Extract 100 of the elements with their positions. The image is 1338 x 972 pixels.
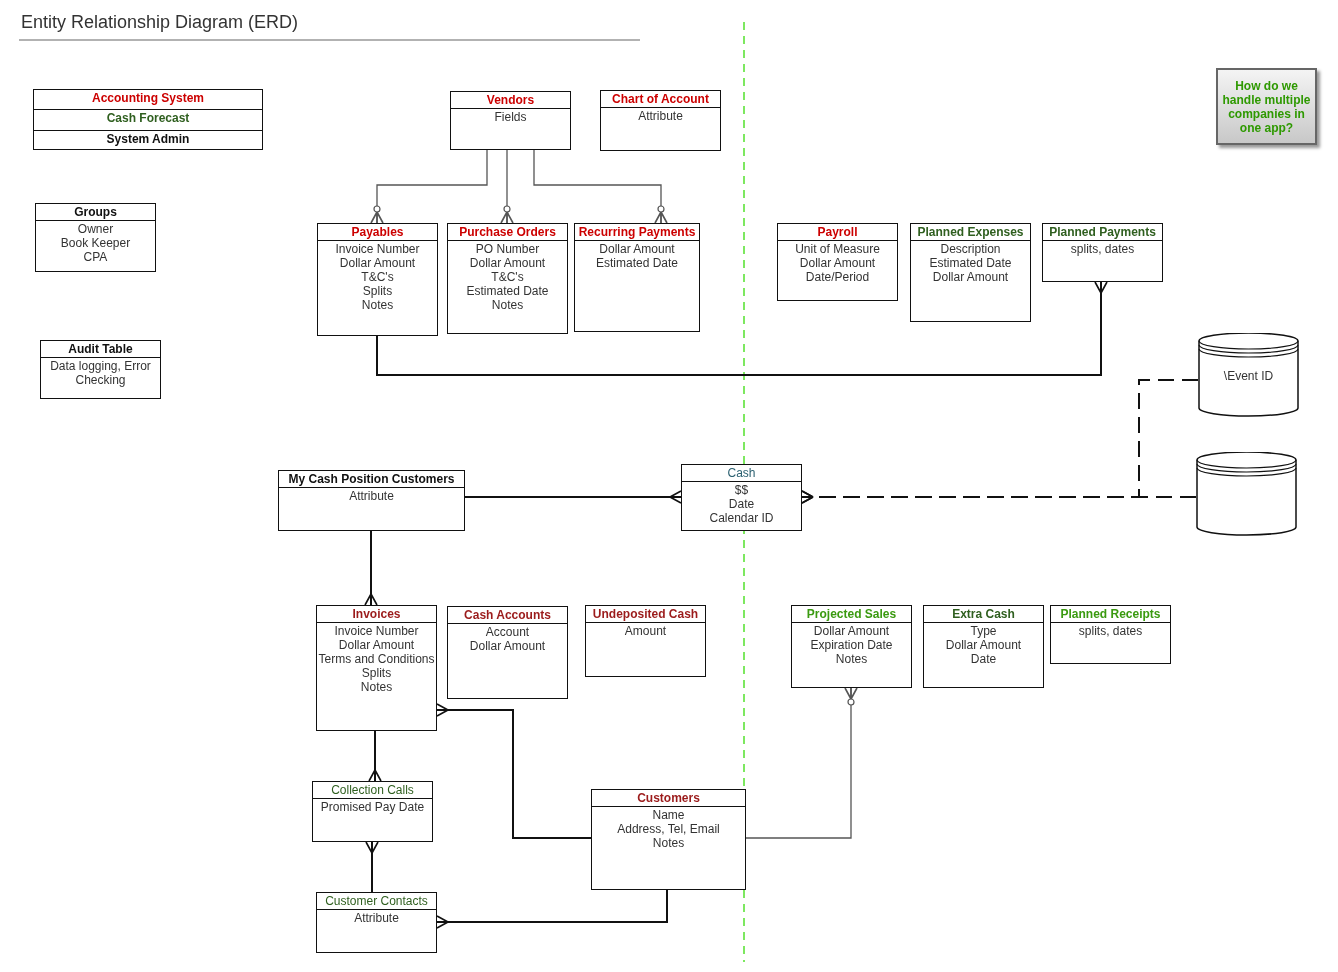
- attribute-text: Invoice Number: [333, 624, 420, 638]
- attribute-text: Name: [651, 808, 686, 822]
- attribute-text: Splits: [360, 666, 393, 680]
- attribute-text: Notes: [834, 652, 869, 666]
- entity-name: Accounting System: [34, 90, 262, 111]
- attribute-text: Account: [484, 625, 531, 639]
- attribute-text: Notes: [490, 298, 525, 312]
- entity-name: Planned Payments: [1043, 224, 1162, 241]
- relationship-line: [436, 703, 592, 839]
- entity-name: Recurring Payments: [575, 224, 699, 241]
- attribute-text: Date: [969, 652, 998, 666]
- attribute-text: Description: [939, 242, 1002, 256]
- relationship-line: [464, 490, 682, 504]
- entity-box: [923, 605, 1044, 688]
- attribute-text: Dollar Amount: [337, 638, 416, 652]
- entity-name: My Cash Position Customers: [279, 471, 464, 488]
- attribute-text: splits, dates: [1077, 624, 1144, 638]
- entity-name: Chart of Account: [601, 91, 720, 108]
- entity-name: Extra Cash: [924, 606, 1043, 623]
- attribute-text: Attribute: [353, 911, 400, 925]
- relationship-line: [533, 149, 668, 224]
- entity-name: Cash Accounts: [448, 607, 567, 624]
- attribute-text: Attribute: [348, 489, 395, 503]
- entity-box: [600, 90, 721, 151]
- entity-box: [278, 470, 465, 531]
- attribute-text: Estimated Date: [465, 284, 550, 298]
- relationship-line: [801, 379, 1199, 504]
- relationship-line: [365, 841, 379, 893]
- entity-box: [791, 605, 912, 688]
- relationship-line: [745, 687, 858, 839]
- attribute-text: Address, Tel, Email: [616, 822, 721, 836]
- attribute-text: Attribute: [637, 109, 684, 123]
- entity-box: [1050, 605, 1171, 664]
- attribute-text: Dollar Amount: [944, 638, 1023, 652]
- attribute-text: Dollar Amount: [598, 242, 676, 256]
- attribute-text: Dollar Amount: [931, 270, 1010, 284]
- entity-box: [35, 203, 156, 272]
- attribute-text: Dollar Amount: [468, 256, 547, 270]
- attribute-text: Estimated Date: [594, 256, 679, 270]
- entity-box: [681, 464, 802, 531]
- attribute-text: Book Keeper: [59, 236, 132, 250]
- entity-name: Projected Sales: [792, 606, 911, 623]
- attribute-text: CPA: [82, 250, 109, 264]
- attribute-text: Dollar Amount: [798, 256, 877, 270]
- entity-box: [316, 605, 437, 731]
- entity-box: [447, 606, 568, 699]
- attribute-text: Notes: [360, 298, 395, 312]
- entity-name: Planned Receipts: [1051, 606, 1170, 623]
- attribute-text: Splits: [361, 284, 394, 298]
- entity-name: Cash Forecast: [34, 110, 262, 131]
- attribute-text: Terms and Conditions: [317, 652, 436, 666]
- attribute-text: Owner: [76, 222, 115, 236]
- entity-box: [33, 89, 263, 150]
- entity-box: [316, 892, 437, 953]
- attribute-text: Date: [727, 497, 756, 511]
- attribute-text: Expiration Date: [809, 638, 894, 652]
- attribute-text: Promised Pay Date: [319, 800, 426, 814]
- note-text: How do we handle multiple companies in one app?: [1221, 78, 1312, 135]
- entity-name: Audit Table: [41, 341, 160, 358]
- entity-box: [1042, 223, 1163, 282]
- entity-name: Planned Expenses: [911, 224, 1030, 241]
- attribute-text: Notes: [359, 680, 394, 694]
- entity-name: Vendors: [451, 92, 570, 109]
- relationship-line: [364, 530, 378, 606]
- attribute-text: Type: [969, 624, 998, 638]
- relationship-line: [500, 149, 514, 224]
- entity-name: Customers: [592, 790, 745, 807]
- entity-name: Cash: [682, 465, 801, 482]
- entity-name: Customer Contacts: [317, 893, 436, 910]
- entity-box: [312, 781, 433, 842]
- entity-name: Invoices: [317, 606, 436, 623]
- attribute-text: Data logging, Error Checking: [49, 359, 152, 387]
- entity-box: [317, 223, 438, 336]
- attribute-text: Unit of Measure: [794, 242, 881, 256]
- entity-box: [450, 91, 571, 150]
- entity-name: Purchase Orders: [448, 224, 567, 241]
- entity-name: Payroll: [778, 224, 897, 241]
- entity-name: Undeposited Cash: [586, 606, 705, 623]
- attribute-text: Dollar Amount: [812, 624, 891, 638]
- entity-box: [585, 605, 706, 677]
- attribute-text: Estimated Date: [928, 256, 1013, 270]
- entity-box: [447, 223, 568, 334]
- relationship-line: [436, 889, 668, 929]
- entity-name: Collection Calls: [313, 782, 432, 799]
- entity-name: System Admin: [105, 130, 191, 148]
- attribute-text: $$: [733, 483, 750, 497]
- attribute-text: Dollar Amount: [468, 639, 547, 653]
- attribute-text: Calendar ID: [708, 511, 775, 525]
- entity-box: [910, 223, 1031, 322]
- relationship-line: [368, 730, 382, 782]
- attribute-text: Dollar Amount: [338, 256, 417, 270]
- entity-box: [574, 223, 700, 332]
- diagram-title: Entity Relationship Diagram (ERD): [21, 12, 299, 33]
- database-label: \Event ID: [1222, 369, 1275, 383]
- entity-box: [591, 789, 746, 890]
- entity-name: Payables: [318, 224, 437, 241]
- attribute-text: Invoice Number: [334, 242, 421, 256]
- note-box: [1216, 68, 1317, 145]
- attribute-text: Date/Period: [804, 270, 871, 284]
- attribute-text: PO Number: [474, 242, 541, 256]
